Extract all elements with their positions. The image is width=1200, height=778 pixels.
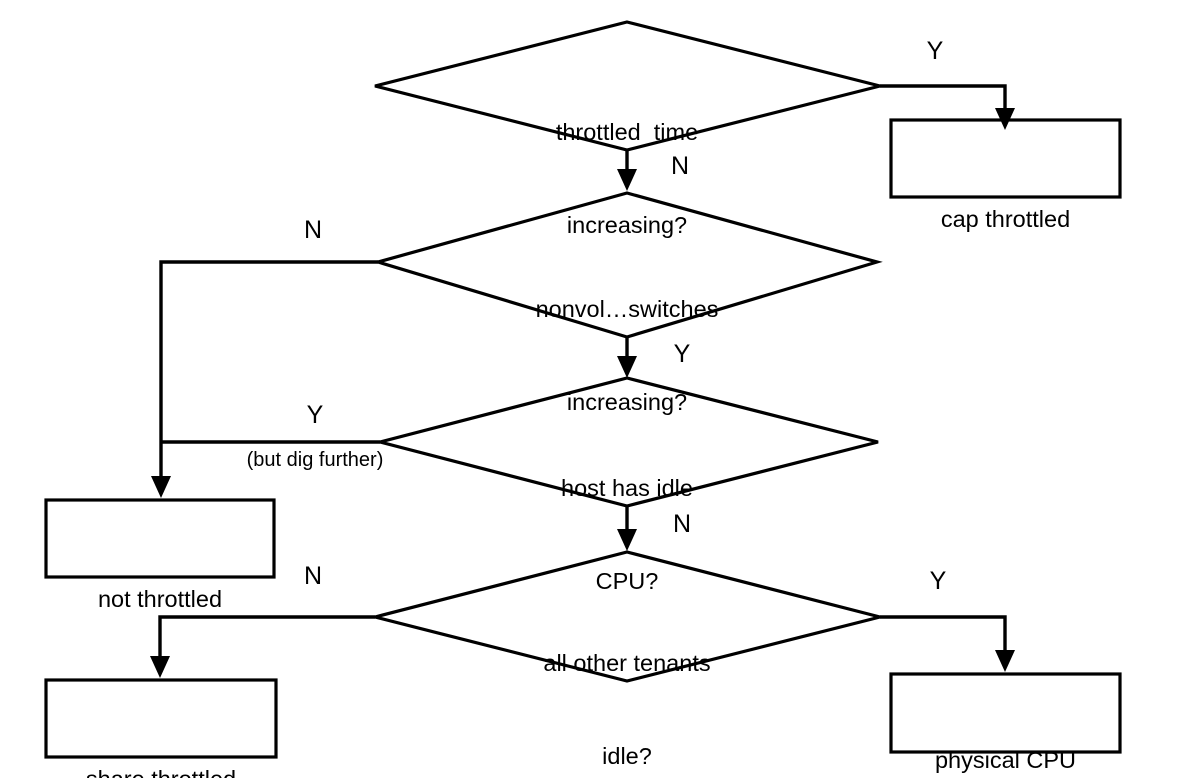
- terminal-node-not-throttled[interactable]: [44, 498, 276, 579]
- arrow-head-icon: [995, 108, 1015, 130]
- arrow-head-icon: [617, 356, 637, 378]
- edge-all-tenants-idle-no: [158, 615, 375, 658]
- edge-label-throttled-time-yes: Y: [926, 37, 944, 65]
- arrow-head-icon: [151, 476, 171, 498]
- edge-label-all-tenants-idle-yes: Y: [929, 567, 947, 595]
- decision-node-host-idle-cpu[interactable]: [373, 376, 879, 508]
- terminal-node-cap-throttled[interactable]: [889, 118, 1122, 199]
- decision-node-all-tenants-idle[interactable]: [374, 550, 881, 683]
- terminal-node-physical-cpu-throttled[interactable]: [889, 672, 1122, 754]
- edge-label-host-idle-cpu-yes: Y: [306, 401, 324, 429]
- arrow-head-icon: [617, 169, 637, 191]
- edge-label-nonvol-switches-no: N: [303, 216, 323, 244]
- edge-throttled-time-yes: [880, 84, 1007, 110]
- arrow-head-icon: [150, 656, 170, 678]
- edge-sublabel-host-idle-cpu-yes: (but dig further): [246, 449, 384, 471]
- edge-all-tenants-idle-yes: [880, 615, 1007, 652]
- edge-nonvol-switches-no: [159, 260, 378, 478]
- edge-label-throttled-time-no: N: [670, 152, 690, 180]
- edge-label-all-tenants-idle-no: N: [303, 562, 323, 590]
- decision-node-nonvol-switches[interactable]: [372, 191, 883, 339]
- edge-label-host-idle-cpu-no: N: [672, 510, 692, 538]
- decision-node-throttled-time[interactable]: [374, 20, 881, 152]
- edge-label-nonvol-switches-yes: Y: [673, 340, 691, 368]
- arrow-head-icon: [617, 529, 637, 551]
- arrow-head-icon: [995, 650, 1015, 672]
- terminal-node-share-throttled[interactable]: [44, 678, 278, 759]
